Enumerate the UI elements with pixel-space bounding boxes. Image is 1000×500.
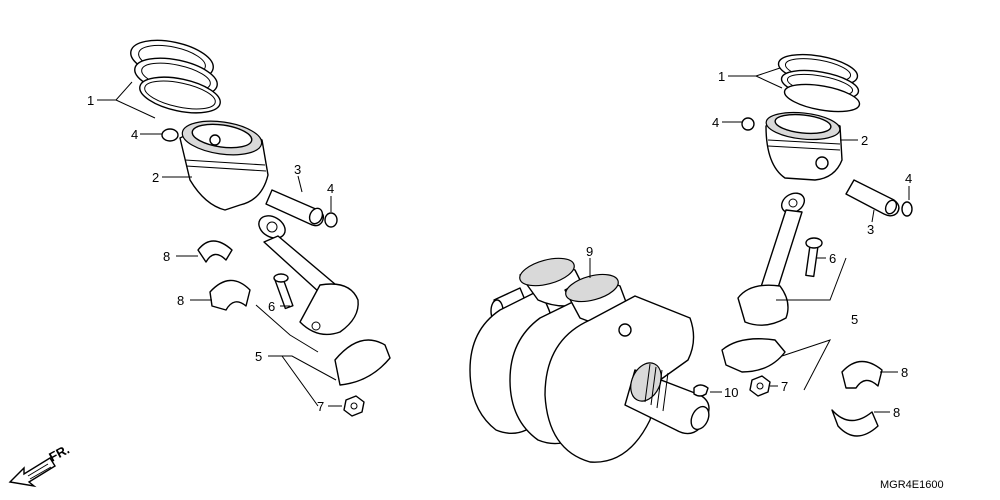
left-bearing-upper bbox=[197, 240, 233, 263]
left-callout-6: 6 bbox=[268, 299, 275, 314]
crankshaft bbox=[469, 257, 710, 463]
right-bearing-lower bbox=[831, 409, 879, 437]
left-callout-4-pin-clip: 4 bbox=[327, 181, 334, 196]
right-bearing-upper bbox=[841, 360, 883, 389]
crankshaft-callout-9: 9 bbox=[586, 244, 593, 259]
left-callout-8-upper: 8 bbox=[163, 249, 170, 264]
key-callout-10: 10 bbox=[724, 385, 738, 400]
left-leader-3 bbox=[297, 175, 303, 193]
right-callout-7: 7 bbox=[781, 379, 788, 394]
right-callout-5: 5 bbox=[851, 312, 858, 327]
left-rod-nut bbox=[343, 395, 365, 417]
right-callout-3: 3 bbox=[867, 222, 874, 237]
right-connecting-rod bbox=[737, 192, 806, 326]
right-callout-8-upper: 8 bbox=[901, 365, 908, 380]
right-callout-6: 6 bbox=[829, 251, 836, 266]
right-callout-1: 1 bbox=[718, 69, 725, 84]
right-piston-clip-upper bbox=[741, 117, 755, 131]
right-leader-5 bbox=[776, 257, 847, 391]
left-callout-1: 1 bbox=[87, 93, 94, 108]
diagram-code: MGR4E1600 bbox=[880, 479, 944, 491]
left-piston-pin bbox=[265, 189, 325, 227]
right-callout-4-clip: 4 bbox=[712, 115, 719, 130]
crankshaft-key bbox=[693, 384, 709, 397]
right-piston-rings bbox=[777, 53, 861, 113]
left-connecting-rod bbox=[258, 215, 359, 336]
left-piston-clip-upper bbox=[161, 128, 179, 142]
left-callout-7: 7 bbox=[317, 399, 324, 414]
right-callout-4-pin-clip: 4 bbox=[905, 171, 912, 186]
left-leader-7 bbox=[281, 355, 342, 407]
right-rod-bolt bbox=[805, 237, 823, 278]
right-pin-clip bbox=[901, 201, 913, 217]
left-callout-5: 5 bbox=[255, 349, 262, 364]
right-rod-cap bbox=[721, 338, 786, 373]
left-rod-cap bbox=[334, 339, 391, 386]
right-callout-8-lower: 8 bbox=[893, 405, 900, 420]
left-piston bbox=[179, 120, 269, 211]
left-piston-rings bbox=[130, 39, 221, 114]
right-piston bbox=[765, 111, 843, 181]
right-leader-3 bbox=[871, 209, 875, 223]
left-callout-8-lower: 8 bbox=[177, 293, 184, 308]
right-leader-1 bbox=[728, 67, 783, 89]
right-callout-2: 2 bbox=[861, 133, 868, 148]
left-callout-3: 3 bbox=[294, 162, 301, 177]
left-rod-bolt bbox=[273, 273, 294, 310]
left-leader-5 bbox=[255, 304, 337, 381]
left-callout-4-clip: 4 bbox=[131, 127, 138, 142]
left-leader-1 bbox=[97, 81, 156, 119]
left-pin-clip bbox=[324, 212, 338, 228]
left-callout-2: 2 bbox=[152, 170, 159, 185]
front-direction-arrow bbox=[8, 457, 56, 488]
left-bearing-lower bbox=[209, 279, 251, 311]
right-rod-nut bbox=[749, 375, 771, 397]
right-piston-pin bbox=[845, 179, 900, 217]
